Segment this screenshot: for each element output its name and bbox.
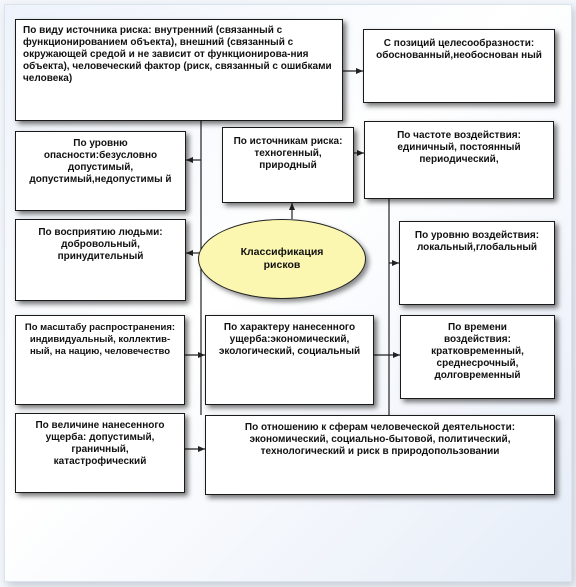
box-expediency-text: С позиций целесообразности: обоснованный…: [376, 38, 542, 61]
box-impact-time: По времени воздействия: кратковременный,…: [400, 315, 555, 399]
box-scale: По масштабу распространения: индивидуаль…: [15, 315, 185, 405]
box-damage-size-text: По величине нанесенного ущерба: допустим…: [35, 420, 165, 467]
box-danger-level-text: По уровню опасности:безусловно допустимы…: [29, 138, 172, 185]
box-perception-text: По восприятию людьми: добровольный, прин…: [38, 227, 163, 262]
box-spheres-text: По отношению к сферам человеческой деяте…: [244, 422, 516, 457]
box-risk-sources: По источникам риска: техногенный, природ…: [222, 127, 354, 203]
box-damage-nature-text: По характеру нанесенного ущерба:экономич…: [218, 322, 361, 357]
center-label: Классификация рисков: [240, 246, 324, 271]
box-impact-level: По уровню воздействия: локальный,глобаль…: [399, 221, 555, 305]
box-perception: По восприятию людьми: добровольный, прин…: [15, 219, 186, 301]
box-source-type: По виду источника риска: внутренний (свя…: [15, 19, 343, 121]
box-frequency: По частоте воздействия: единичный, посто…: [364, 121, 554, 199]
box-expediency: С позиций целесообразности: обоснованный…: [363, 29, 555, 103]
box-source-type-text: По виду источника риска: внутренний (свя…: [23, 25, 332, 84]
box-danger-level: По уровню опасности:безусловно допустимы…: [15, 131, 186, 211]
box-damage-nature: По характеру нанесенного ущерба:экономич…: [205, 315, 374, 405]
center-ellipse: Классификация рисков: [198, 219, 366, 299]
box-damage-size: По величине нанесенного ущерба: допустим…: [15, 413, 185, 493]
box-impact-level-text: По уровню воздействия: локальный,глобаль…: [414, 230, 540, 253]
box-spheres: По отношению к сферам человеческой деяте…: [205, 415, 555, 495]
box-scale-text: По масштабу распространения: индивидуаль…: [24, 322, 176, 357]
diagram-canvas: По виду источника риска: внутренний (свя…: [4, 4, 572, 582]
box-risk-sources-text: По источникам риска: техногенный, природ…: [233, 136, 343, 171]
box-impact-time-text: По времени воздействия: кратковременный,…: [431, 322, 524, 381]
box-frequency-text: По частоте воздействия: единичный, посто…: [397, 130, 521, 165]
